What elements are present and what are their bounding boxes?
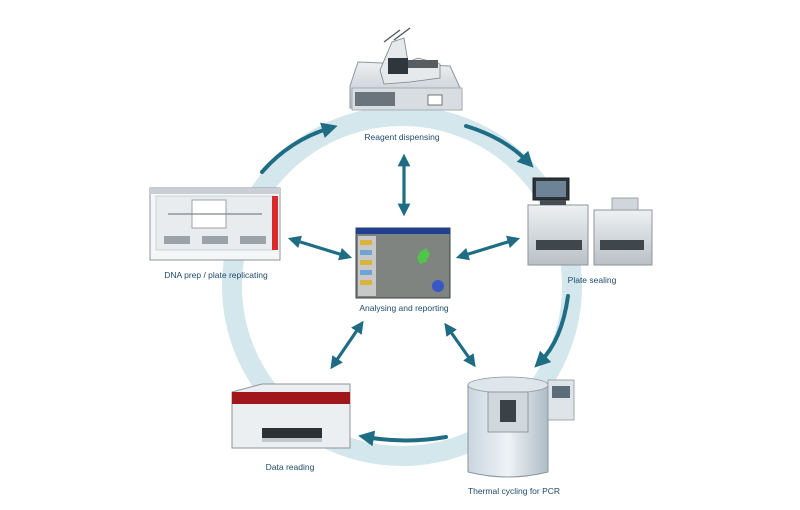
dna-prep-robot-image [149, 187, 281, 261]
arrow-center-reading [330, 320, 364, 370]
arrow-sealing-to-thermal [534, 294, 570, 368]
reagent-dispenser-image [349, 27, 463, 111]
plate-sealing-label: Plate sealing [568, 275, 617, 285]
arrow-center-thermal [444, 322, 476, 368]
reagent-dispensing-label: Reagent dispensing [364, 132, 439, 142]
thermal-cycler-image [467, 376, 575, 478]
plate-sealer-image [527, 177, 653, 266]
data-reader-image [231, 383, 351, 449]
workflow-ring [222, 106, 582, 466]
arrow-center-sealing [455, 235, 521, 261]
data-reading-label: Data reading [266, 462, 315, 472]
arrow-reagent-to-sealing [464, 124, 534, 168]
thermal-cycling-label: Thermal cycling for PCR [468, 486, 560, 496]
arrow-thermal-to-reading [358, 430, 448, 447]
radial-arrows [287, 153, 521, 370]
arrow-center-dnaprep [287, 235, 353, 261]
cycle-arrows [260, 122, 570, 447]
analysis-software-image [355, 227, 451, 299]
arrow-dnaprep-to-reagent [260, 122, 338, 174]
analysing-reporting-label: Analysing and reporting [359, 303, 449, 313]
dna-prep-label: DNA prep / plate replicating [164, 270, 268, 280]
